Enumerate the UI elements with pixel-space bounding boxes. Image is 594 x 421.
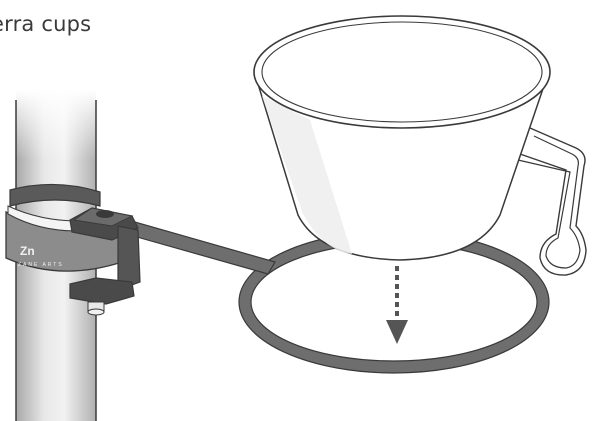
clamp — [5, 183, 141, 316]
caption-text: erra cups — [0, 12, 92, 36]
dashed-arrow-down-icon — [386, 266, 408, 344]
logo-text: ZANE ARTS — [18, 262, 64, 268]
brand-logo: Zn ZANE ARTS — [18, 244, 64, 268]
logo-mark: Zn — [20, 244, 35, 258]
sierra-cup — [253, 15, 587, 276]
